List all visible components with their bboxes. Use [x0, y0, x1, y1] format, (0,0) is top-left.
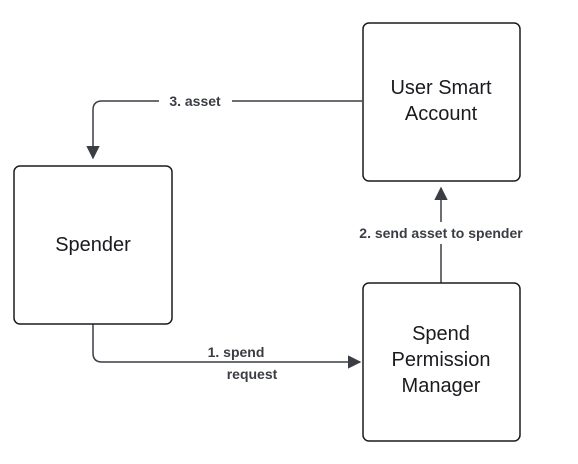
- node-spend-permission-manager-label-line2: Permission: [392, 349, 491, 371]
- node-user-smart-account-label-line1: User Smart: [390, 77, 492, 99]
- node-spender-box: [13, 165, 173, 325]
- edge-spend-request-label-line2: request: [227, 366, 278, 382]
- node-user-smart-account-label-line2: Account: [405, 103, 478, 125]
- edge-spend-request-label-line1: 1. spend: [208, 344, 265, 360]
- node-spend-permission-manager: Spend Permission Manager: [362, 282, 521, 442]
- edge-asset-connector: [86, 100, 362, 160]
- node-spender: Spender: [13, 165, 173, 325]
- edge-spend-request-label-bg: [196, 342, 276, 360]
- edge-spend-request-label-bg-2: [215, 364, 291, 382]
- edge-spend-request-connector: [92, 324, 362, 369]
- edge-send-asset-label-bg: [332, 222, 550, 244]
- node-user-smart-account-box: [362, 22, 521, 182]
- edge-send-asset-label: 2. send asset to spender: [359, 225, 523, 241]
- node-spender-label: Spender: [55, 234, 131, 256]
- edge-asset-label: 3. asset: [169, 93, 221, 109]
- node-spend-permission-manager-label-line1: Spend: [412, 323, 470, 345]
- edge-asset-label-bg: [159, 91, 232, 111]
- node-user-smart-account: User Smart Account: [362, 22, 521, 182]
- node-spend-permission-manager-box: [362, 282, 521, 442]
- node-spend-permission-manager-label-line3: Manager: [402, 375, 481, 397]
